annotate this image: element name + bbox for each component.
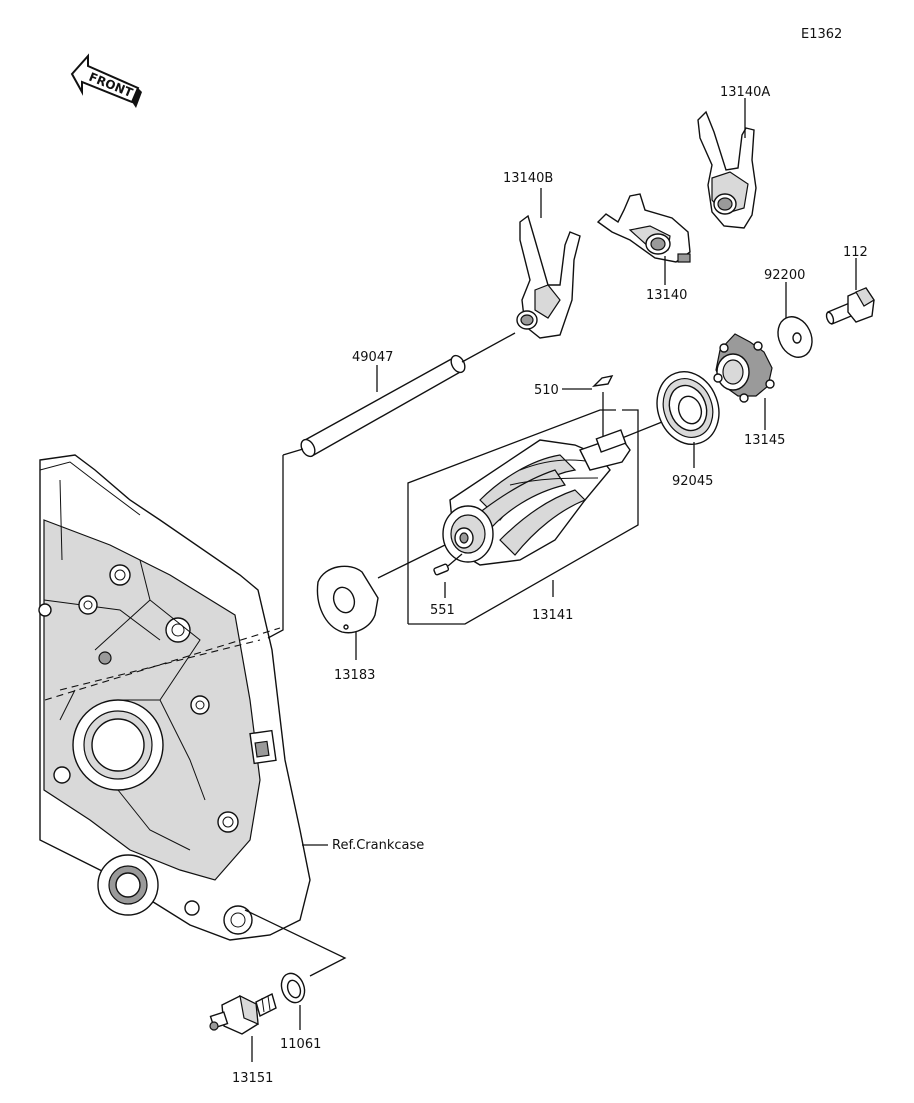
shift-drum-13141 <box>442 429 631 566</box>
washer-92200 <box>777 316 813 358</box>
label-92045: 92045 <box>672 474 713 489</box>
label-13140: 13140 <box>646 288 687 303</box>
shift-fork-13140B <box>516 214 581 339</box>
pin-551 <box>433 563 450 576</box>
shift-drum-cam-13145 <box>713 333 775 403</box>
label-13140A: 13140A <box>720 85 770 100</box>
front-label: FRONT <box>87 70 136 100</box>
shift-rod-49047 <box>300 354 466 458</box>
bearing-92045 <box>656 371 720 445</box>
crankcase-illustration <box>38 454 311 941</box>
neutral-switch-13151 <box>209 992 277 1035</box>
label-510: 510 <box>534 383 559 398</box>
label-13151: 13151 <box>232 1071 273 1086</box>
label-13145: 13145 <box>744 433 785 448</box>
label-13141: 13141 <box>532 608 573 623</box>
label-13140B: 13140B <box>503 171 553 186</box>
front-arrow-icon: FRONT <box>70 53 142 108</box>
shift-fork-13140A <box>697 110 757 229</box>
washer-11061 <box>280 972 306 1004</box>
shift-fork-13140 <box>596 193 691 263</box>
ref-crankcase-note: Ref.Crankcase <box>332 838 424 853</box>
plate-13183 <box>316 565 379 634</box>
label-11061: 11061 <box>280 1037 321 1052</box>
label-13183: 13183 <box>334 668 375 683</box>
label-92200: 92200 <box>764 268 805 283</box>
bolt-112 <box>825 287 875 325</box>
pin-510 <box>592 375 614 387</box>
label-112: 112 <box>843 245 868 260</box>
label-49047: 49047 <box>352 350 393 365</box>
label-551: 551 <box>430 603 455 618</box>
diagram-id: E1362 <box>801 27 842 42</box>
